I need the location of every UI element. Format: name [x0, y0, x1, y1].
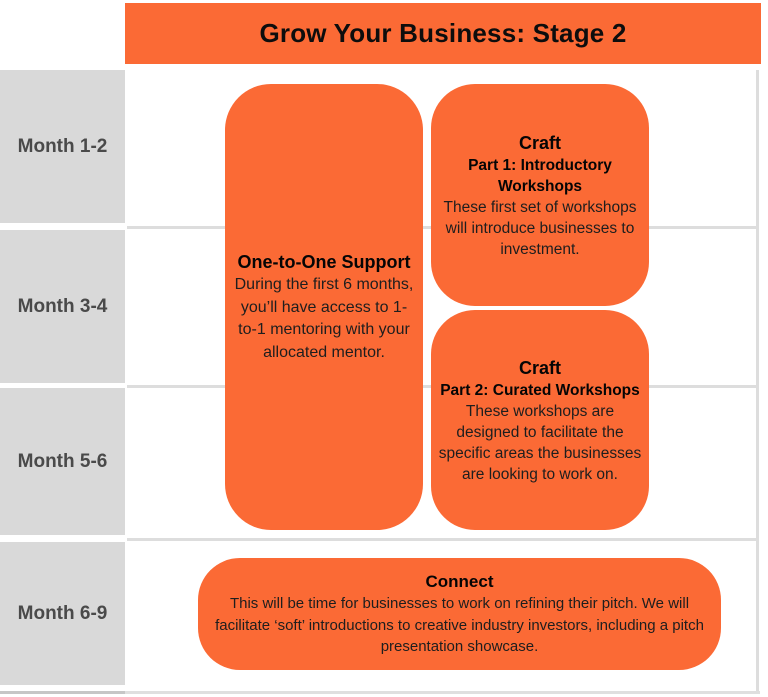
card-body: These first set of workshops will introd…: [443, 198, 637, 258]
bottom-border-line: [0, 691, 125, 694]
timeline-label-text: Month 6-9: [17, 602, 108, 624]
timeline-label-text: Month 1-2: [17, 135, 108, 157]
timeline-label-month-6-9: Month 6-9: [0, 542, 125, 685]
card-craft-part-1: Craft Part 1: Introductory Workshops The…: [431, 84, 649, 306]
card-title: Connect: [425, 572, 494, 592]
card-title: One-to-One Support: [237, 252, 411, 272]
row-divider-line: [127, 538, 757, 541]
card-craft-part-2: Craft Part 2: Curated Workshops These wo…: [431, 310, 649, 530]
page-title: Grow Your Business: Stage 2: [259, 18, 627, 48]
timeline-label-month-3-4: Month 3-4: [0, 230, 125, 383]
card-subtitle: Part 2: Curated Workshops: [440, 381, 640, 399]
timeline-label-text: Month 3-4: [17, 295, 108, 317]
card-title: Craft: [518, 132, 561, 153]
timeline-label-text: Month 5-6: [17, 450, 108, 472]
card-title: Craft: [518, 357, 561, 378]
header-bar: Grow Your Business: Stage 2: [125, 3, 761, 64]
card-body: During the first 6 months, you’ll have a…: [234, 276, 414, 361]
right-border-line: [756, 70, 759, 694]
card-subtitle: Part 1: Introductory Workshops: [468, 156, 612, 195]
card-connect: Connect This will be time for businesses…: [198, 558, 721, 670]
card-one-to-one-support: One-to-One Support During the first 6 mo…: [225, 84, 423, 530]
timeline-label-month-1-2: Month 1-2: [0, 70, 125, 223]
bottom-border-line: [125, 691, 760, 694]
card-body: This will be time for businesses to work…: [215, 595, 704, 656]
card-body: These workshops are designed to facilita…: [438, 402, 642, 483]
timeline-label-month-5-6: Month 5-6: [0, 388, 125, 535]
